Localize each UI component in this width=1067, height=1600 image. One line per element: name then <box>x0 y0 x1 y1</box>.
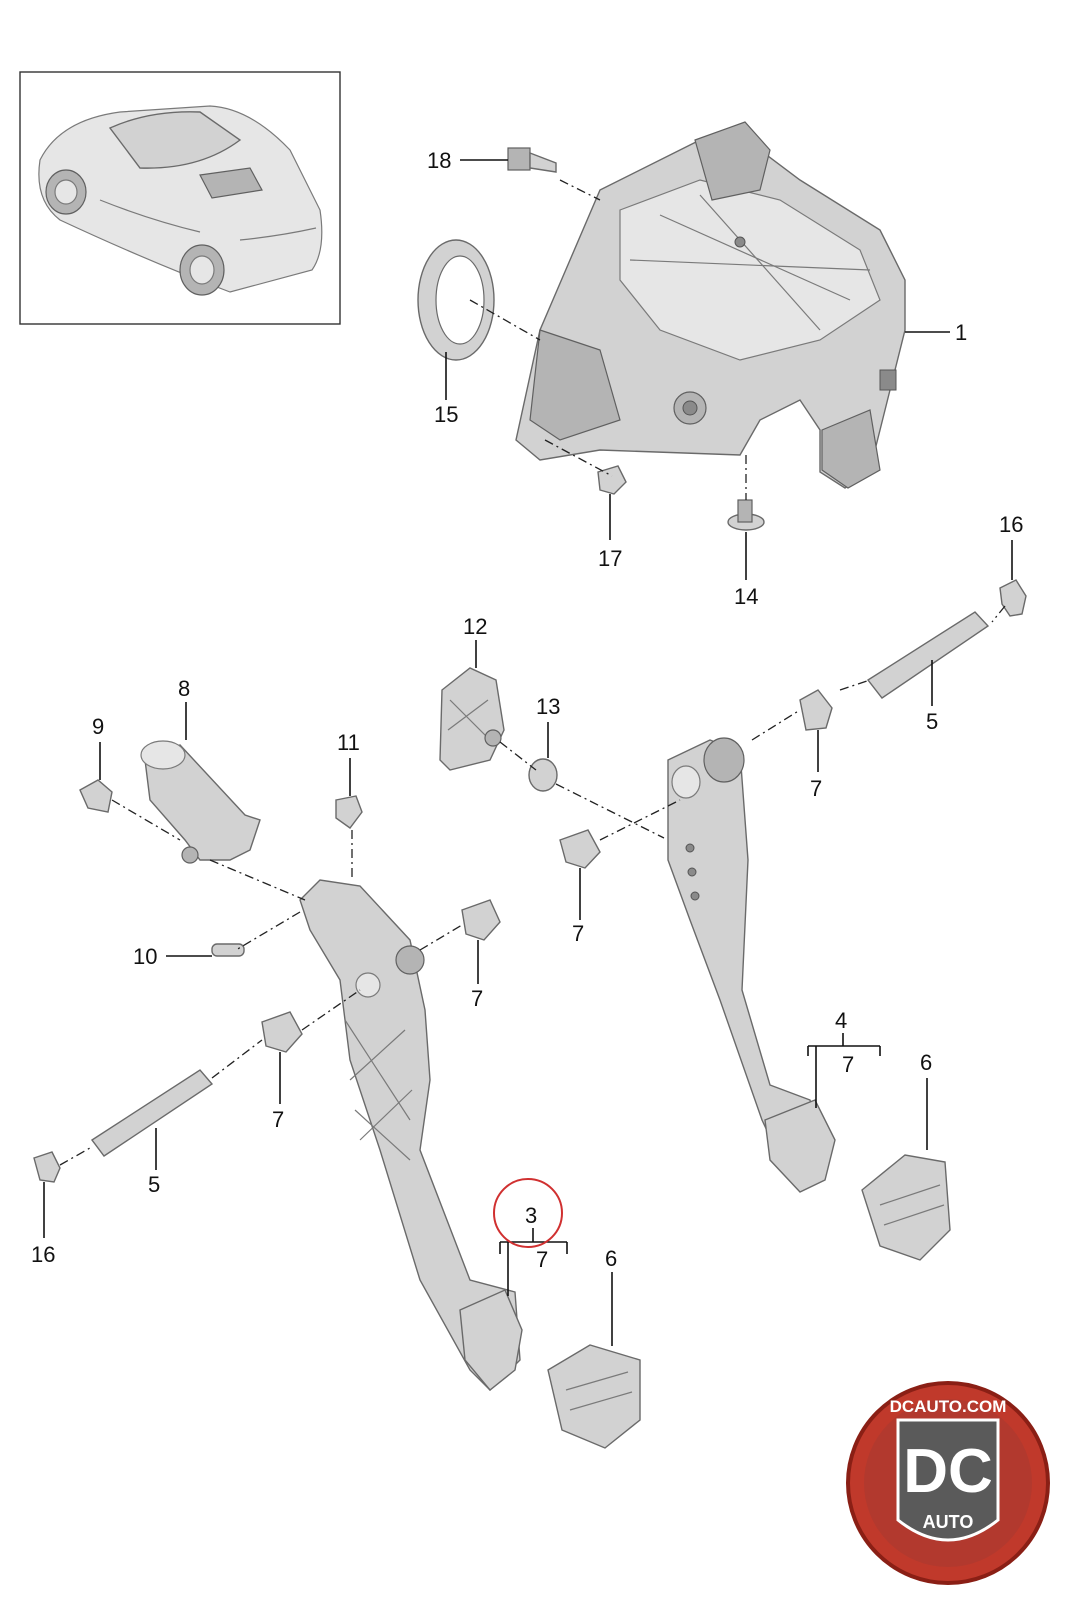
bushing-part <box>261 689 833 1053</box>
callout-7-left-lower: 7 <box>272 1107 284 1132</box>
clip-part-9 <box>79 779 113 813</box>
callout-11: 11 <box>337 730 360 755</box>
callout-10: 10 <box>133 944 157 969</box>
logo-word: AUTO <box>923 1512 974 1532</box>
pin-part <box>211 943 245 957</box>
callout-6-left: 6 <box>605 1246 617 1271</box>
left-pedal-pad <box>459 1289 523 1391</box>
ring-part <box>417 239 495 361</box>
callouts: 18 1 15 17 14 16 12 13 8 9 11 5 7 7 7 10… <box>31 148 1023 1272</box>
clip-part-11 <box>335 795 363 829</box>
callout-7-right-upper: 7 <box>810 776 822 801</box>
callout-7-right-pedal: 7 <box>842 1052 854 1077</box>
callout-12: 12 <box>463 614 487 639</box>
pedal-pad-part <box>547 1154 951 1449</box>
callout-1: 1 <box>955 320 967 345</box>
leader-lines <box>43 159 1013 1346</box>
nut-part <box>597 465 627 495</box>
cap-part <box>528 758 558 792</box>
callout-16-left: 16 <box>31 1242 55 1267</box>
callout-5-left: 5 <box>148 1172 160 1197</box>
circlip-part <box>33 579 1027 1183</box>
callout-15: 15 <box>434 402 458 427</box>
logo-website: DCAUTO.COM <box>890 1397 1007 1416</box>
right-pedal-pad <box>764 1099 836 1193</box>
actuator-part <box>140 740 261 864</box>
callout-16-right: 16 <box>999 512 1023 537</box>
dcauto-logo: DCAUTO.COM DC AUTO <box>846 1381 1050 1585</box>
callout-3: 3 <box>525 1203 537 1228</box>
vehicle-thumbnail <box>19 71 341 325</box>
callout-18: 18 <box>427 148 451 173</box>
highlight-circle <box>493 1178 563 1248</box>
callout-9: 9 <box>92 714 104 739</box>
callout-7-center: 7 <box>572 921 584 946</box>
callout-14: 14 <box>734 584 758 609</box>
fastener-part <box>727 499 765 531</box>
callout-5-right: 5 <box>926 709 938 734</box>
assembly-lines <box>59 179 1006 1166</box>
callout-7-left-pedal: 7 <box>536 1247 548 1272</box>
callout-7-left-upper: 7 <box>471 986 483 1011</box>
callout-13: 13 <box>536 694 560 719</box>
bolt-part <box>507 147 557 173</box>
pedal-bracket <box>515 121 906 489</box>
callout-6-right: 6 <box>920 1050 932 1075</box>
shaft-part <box>90 611 990 1157</box>
switch-bracket <box>439 667 505 771</box>
callout-4: 4 <box>835 1008 847 1033</box>
logo-initials: DC <box>903 1437 993 1506</box>
callout-17: 17 <box>598 546 622 571</box>
callout-8: 8 <box>178 676 190 701</box>
